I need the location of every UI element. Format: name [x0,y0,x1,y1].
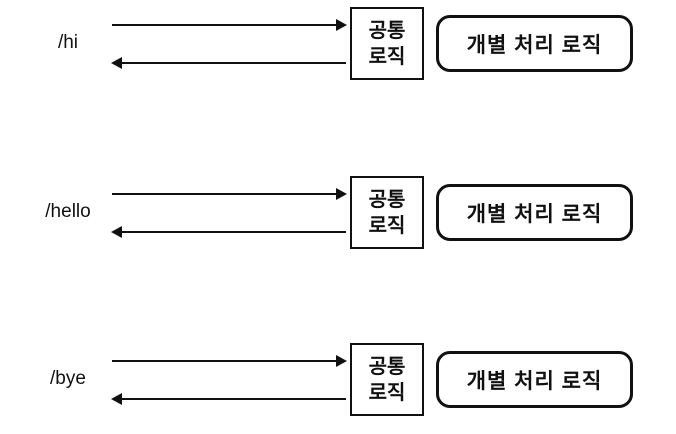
common-logic-label-line2: 로직 [368,381,406,404]
arrowhead-right-icon [336,188,347,200]
common-logic-label-line1: 공통 [368,188,406,211]
common-logic-label-line1: 공통 [368,19,406,42]
individual-logic-box: 개별 처리 로직 [436,184,633,241]
response-arrow [121,62,346,64]
arrowhead-left-icon [111,393,122,405]
common-logic-label-line1: 공통 [368,355,406,378]
individual-logic-label: 개별 처리 로직 [466,202,603,226]
response-arrow [121,231,346,233]
route-label: /bye [50,368,86,389]
individual-logic-box: 개별 처리 로직 [436,15,633,72]
request-arrow [112,193,338,195]
route-label: /hello [45,201,91,222]
common-logic-box: 공통 로직 [350,343,424,416]
common-logic-label-line2: 로직 [368,45,406,68]
common-logic-box: 공통 로직 [350,176,424,249]
arrowhead-right-icon [336,355,347,367]
route-label: /hi [57,32,79,53]
arrowhead-left-icon [111,57,122,69]
individual-logic-label: 개별 처리 로직 [466,33,603,57]
arrowhead-right-icon [336,19,347,31]
common-logic-box: 공통 로직 [350,7,424,80]
individual-logic-label: 개별 처리 로직 [466,369,603,393]
request-arrow [112,360,338,362]
individual-logic-box: 개별 처리 로직 [436,351,633,408]
common-logic-label-line2: 로직 [368,214,406,237]
response-arrow [121,398,346,400]
request-arrow [112,24,338,26]
arrowhead-left-icon [111,226,122,238]
